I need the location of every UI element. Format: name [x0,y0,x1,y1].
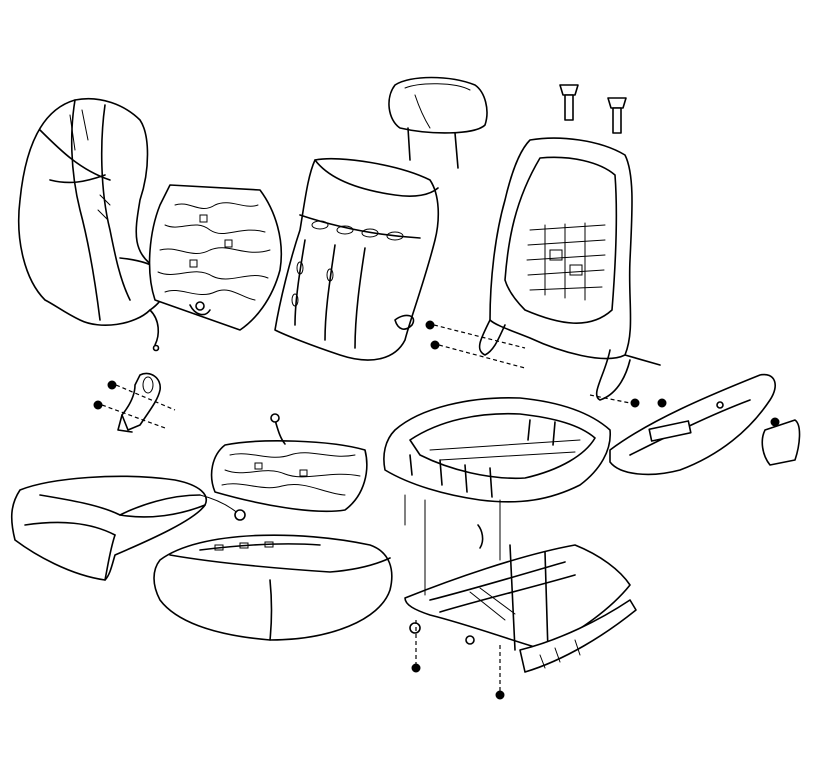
headrest [388,76,488,169]
seatback-cover [17,97,169,352]
seat-cushion-frame [383,396,611,503]
seat-cushion-pad [153,534,393,641]
seatback-cushion-pad [274,157,440,361]
fasteners [93,320,780,700]
seatback-heater-pad [148,184,283,331]
side-trim-panel [609,373,801,476]
seat-cushion-heater-pad [210,413,368,513]
seat-adjuster-track [404,524,637,673]
recliner-bracket-left [117,372,161,433]
seat-cushion-cover [10,475,246,581]
seatback-frame [478,137,661,401]
headrest-guides [559,84,627,134]
